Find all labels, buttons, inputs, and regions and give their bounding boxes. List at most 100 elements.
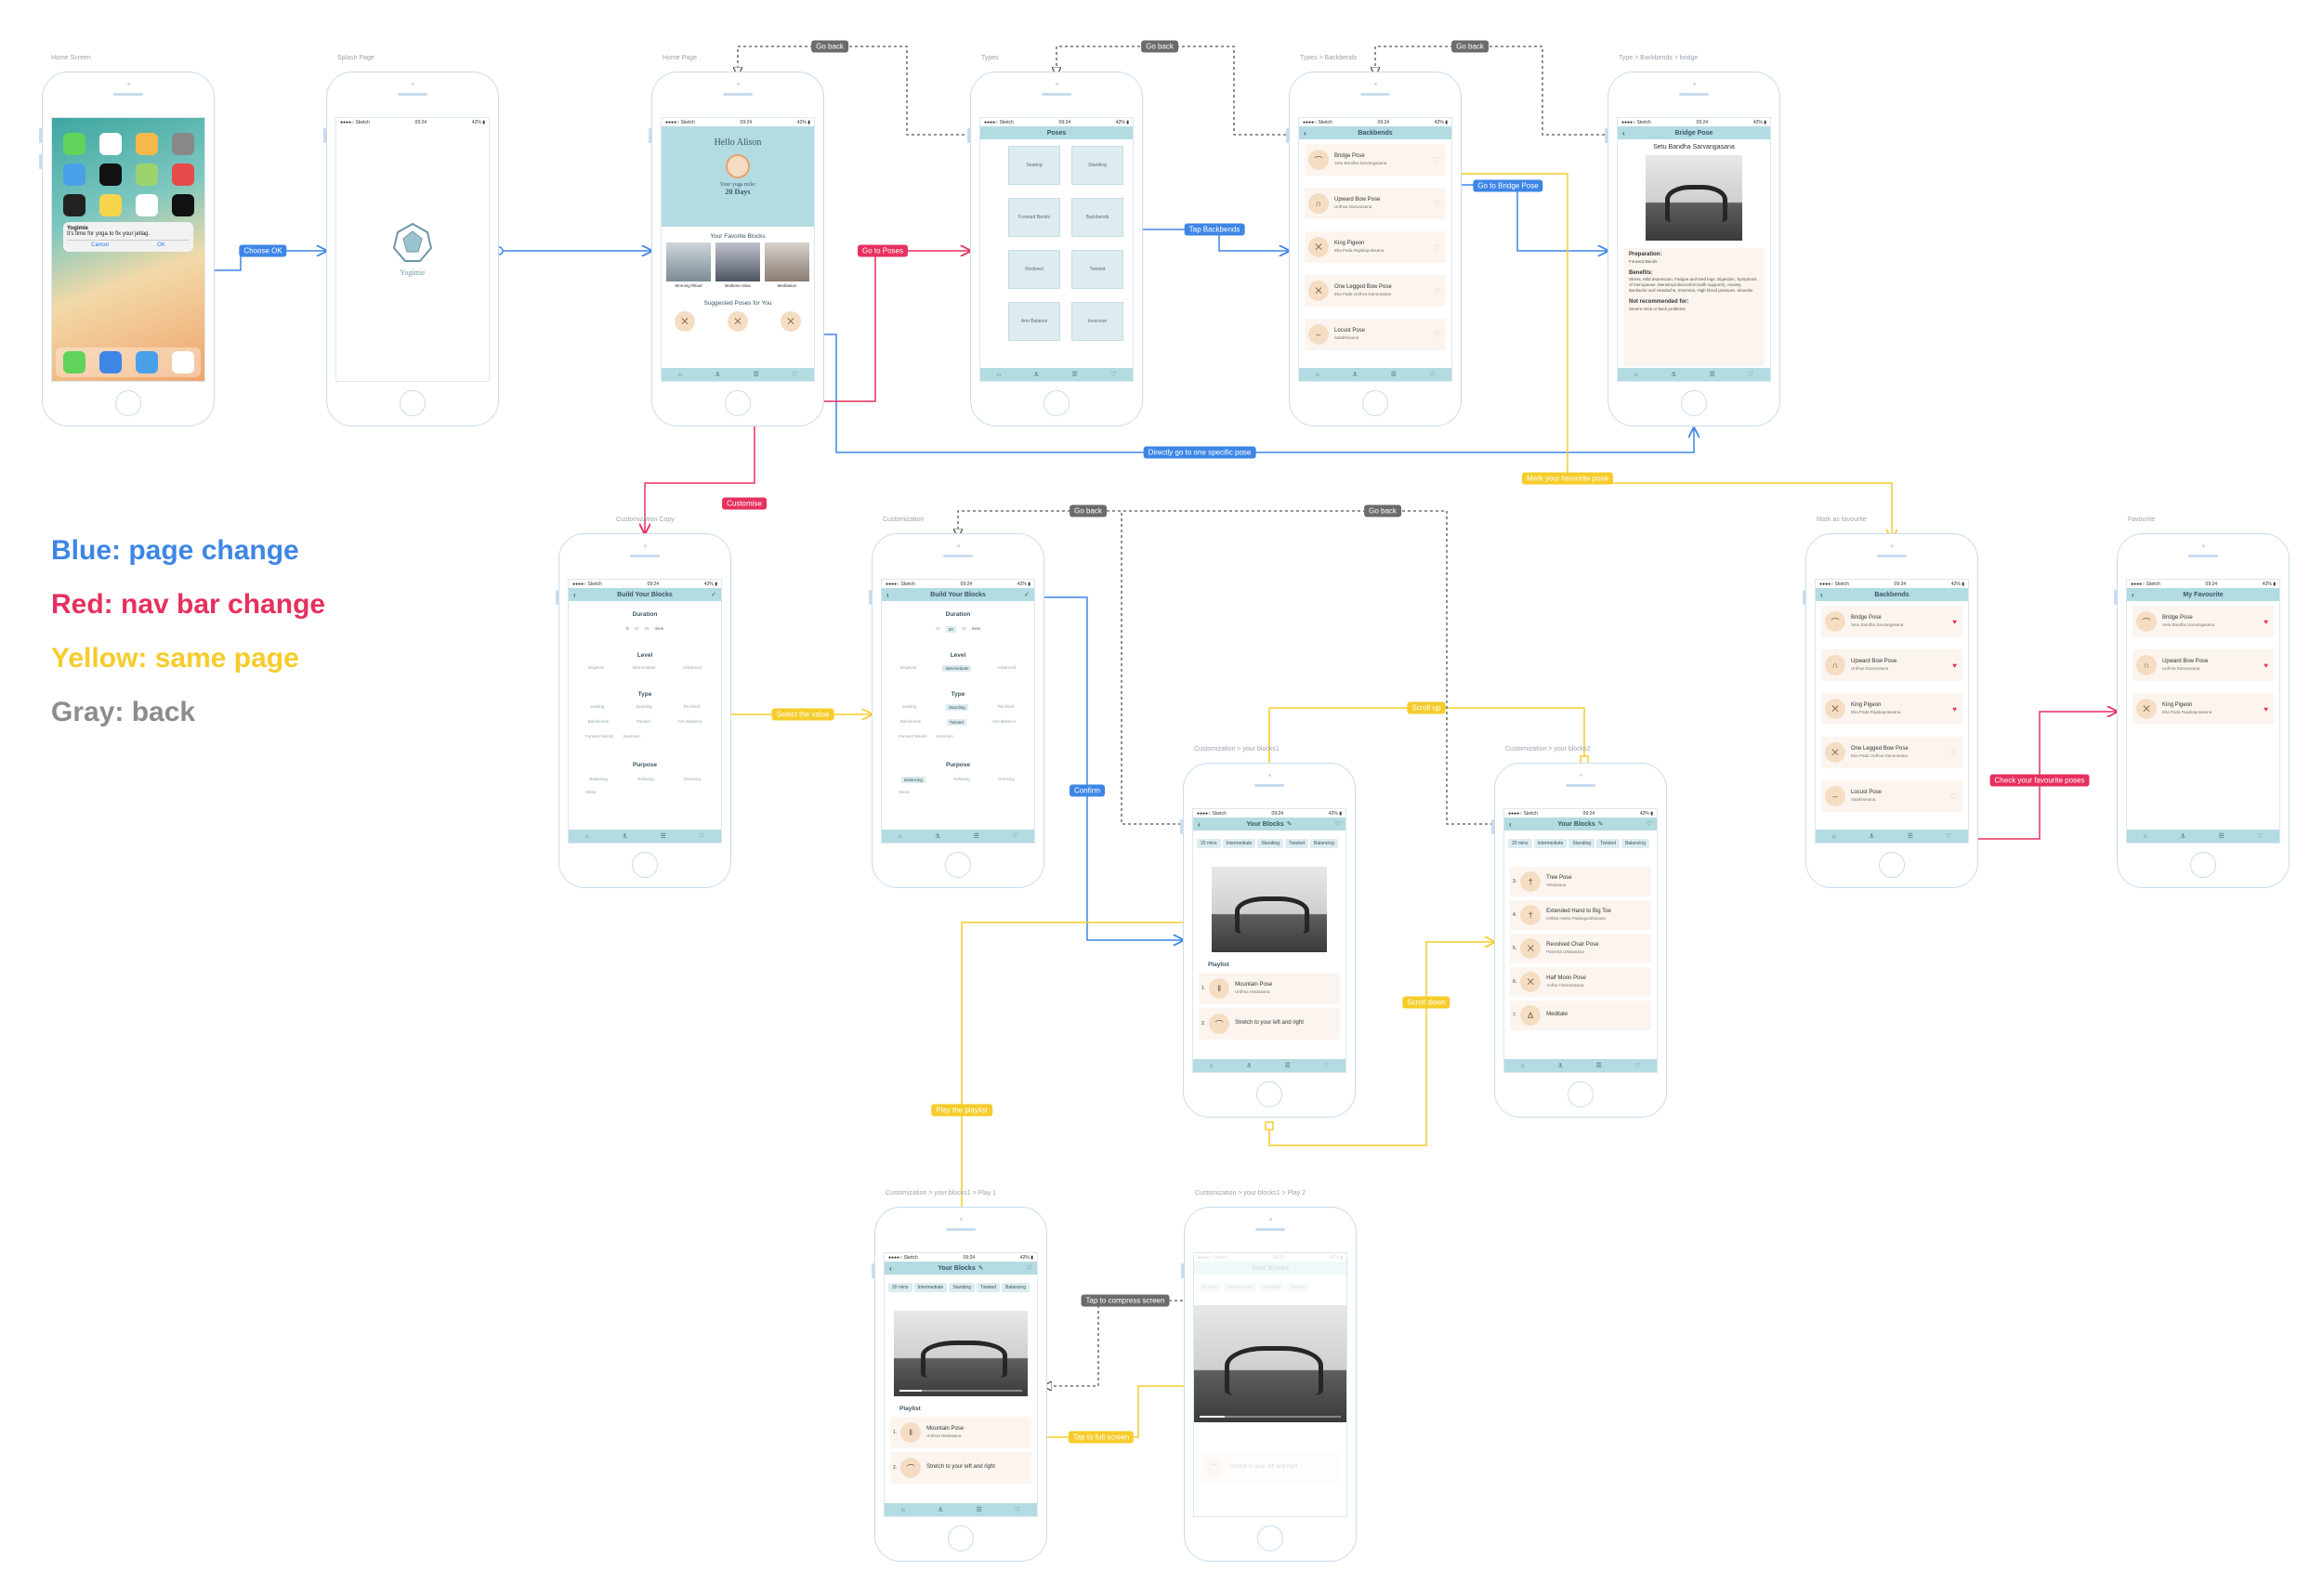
home-tab-icon[interactable]: ⌂ bbox=[1315, 371, 1319, 378]
poses-tab-icon[interactable]: ⚓ bbox=[1033, 372, 1040, 378]
type-option[interactable]: Inversion bbox=[936, 734, 953, 739]
edit-pencil-icon[interactable]: ✎ bbox=[1286, 821, 1293, 828]
edit-pencil-icon[interactable]: ✎ bbox=[978, 1265, 984, 1272]
back-chevron-icon[interactable]: ‹ bbox=[1198, 819, 1201, 829]
home-tab-icon[interactable]: ⌂ bbox=[584, 832, 589, 840]
favourite-tab-icon[interactable]: ♡ bbox=[1015, 1507, 1021, 1513]
favourite-tab-icon[interactable]: ♡ bbox=[1429, 372, 1436, 378]
favorite-block[interactable]: Meditation bbox=[765, 242, 809, 288]
blocks-tab-icon[interactable]: ☰ bbox=[1907, 833, 1913, 840]
blocks-tab-icon[interactable]: ☰ bbox=[753, 372, 759, 378]
type-tile-seating[interactable]: Seating bbox=[1008, 146, 1060, 185]
type-tile-inversion[interactable]: Inversion bbox=[1071, 302, 1123, 341]
playlist-item[interactable]: 2.⌒Stretch to your left and right bbox=[890, 1452, 1031, 1484]
phone-home-button[interactable] bbox=[1043, 390, 1070, 416]
maps-app-icon[interactable] bbox=[135, 164, 158, 186]
home-tab-icon[interactable]: ⌂ bbox=[2143, 832, 2147, 840]
type-option[interactable]: Seating bbox=[589, 704, 605, 709]
heart-outline-icon[interactable]: ♡ bbox=[1433, 199, 1440, 208]
favourite-tab-icon[interactable]: ♡ bbox=[1110, 372, 1117, 378]
home-tab-icon[interactable]: ⌂ bbox=[898, 832, 902, 840]
type-tile-reclined[interactable]: Reclined bbox=[1008, 250, 1060, 289]
purpose-options[interactable]: Sleep bbox=[887, 790, 1029, 794]
heart-filled-icon[interactable]: ♥ bbox=[2264, 661, 2268, 670]
favourite-tab-icon[interactable]: ♡ bbox=[1946, 833, 1952, 840]
news-app-icon[interactable] bbox=[171, 164, 194, 186]
type-tile-standing[interactable]: Standing bbox=[1071, 146, 1123, 185]
purpose-option[interactable]: Detoxing bbox=[684, 777, 701, 781]
fullscreen-video-player[interactable] bbox=[1194, 1305, 1346, 1422]
purpose-options[interactable]: Sleep bbox=[574, 790, 715, 794]
suggested-pose-icon[interactable]: ⨉ bbox=[675, 311, 695, 332]
check-icon[interactable]: ✓ bbox=[711, 592, 716, 598]
wallet-app-icon[interactable] bbox=[62, 194, 85, 216]
home-tab-icon[interactable]: ⌂ bbox=[677, 371, 682, 378]
heart-outline-icon[interactable]: ♡ bbox=[1334, 821, 1341, 828]
poses-tab-icon[interactable]: ⚓ bbox=[1671, 372, 1677, 378]
heart-outline-icon[interactable]: ♡ bbox=[1433, 286, 1440, 295]
poses-tab-icon[interactable]: ⚓ bbox=[715, 372, 721, 378]
type-tile-forward-bends[interactable]: Forward Bends bbox=[1008, 198, 1060, 237]
back-chevron-icon[interactable]: ‹ bbox=[889, 1263, 892, 1273]
home-tab-icon[interactable]: ⌂ bbox=[900, 1506, 905, 1513]
blocks-tab-icon[interactable]: ☰ bbox=[1595, 1063, 1602, 1069]
home-tab-icon[interactable]: ⌂ bbox=[1634, 371, 1638, 378]
heart-outline-icon[interactable]: ♡ bbox=[1026, 1265, 1032, 1272]
check-icon[interactable]: ✓ bbox=[1024, 592, 1030, 598]
blocks-tab-icon[interactable]: ☰ bbox=[1390, 372, 1397, 378]
notes-app-icon[interactable] bbox=[98, 194, 122, 216]
poses-tab-icon[interactable]: ⚓ bbox=[1869, 833, 1875, 840]
suggested-pose-icon[interactable]: ⨉ bbox=[728, 311, 748, 332]
type-option[interactable]: Twisted bbox=[636, 719, 650, 724]
phone-home-button[interactable] bbox=[1879, 852, 1905, 878]
purpose-option[interactable]: Detoxing bbox=[998, 777, 1015, 781]
back-chevron-icon[interactable]: ‹ bbox=[886, 590, 889, 599]
favourite-tab-icon[interactable]: ♡ bbox=[1323, 1063, 1330, 1069]
phone-app-icon[interactable] bbox=[62, 351, 85, 373]
phone-home-button[interactable] bbox=[1362, 390, 1388, 416]
blocks-tab-icon[interactable]: ☰ bbox=[1071, 372, 1078, 378]
purpose-option[interactable]: Balancing bbox=[589, 777, 608, 781]
heart-filled-icon[interactable]: ♥ bbox=[1952, 617, 1957, 626]
weather-app-icon[interactable] bbox=[62, 164, 85, 186]
blocks-tab-icon[interactable]: ☰ bbox=[2218, 833, 2225, 840]
home-tab-icon[interactable]: ⌂ bbox=[1520, 1062, 1525, 1069]
back-chevron-icon[interactable]: ‹ bbox=[1509, 819, 1512, 829]
music-app-icon[interactable] bbox=[171, 351, 194, 373]
heart-outline-icon[interactable]: ♡ bbox=[1433, 330, 1440, 339]
playlist-item[interactable]: 7.∆Meditate bbox=[1510, 1001, 1651, 1030]
photos-app-icon[interactable] bbox=[135, 133, 158, 155]
reminders-app-icon[interactable] bbox=[135, 194, 158, 216]
block-video-player[interactable] bbox=[894, 1311, 1028, 1396]
playlist-item[interactable]: 2.⌒Stretch to your left and right bbox=[1199, 1008, 1340, 1040]
phone-home-button[interactable] bbox=[115, 390, 141, 416]
phone-home-button[interactable] bbox=[1681, 390, 1707, 416]
type-option[interactable]: Backbends bbox=[899, 719, 922, 724]
purpose-option-selected[interactable]: Balancing bbox=[901, 777, 925, 783]
back-chevron-icon[interactable]: ‹ bbox=[2132, 590, 2134, 599]
purpose-option[interactable]: Relaxing bbox=[953, 777, 970, 781]
poses-tab-icon[interactable]: ⚓ bbox=[935, 833, 941, 840]
type-option[interactable]: Arm Balance bbox=[677, 719, 702, 724]
purpose-option[interactable]: Sleep bbox=[585, 790, 597, 794]
favorite-block[interactable]: Bedtime relax bbox=[715, 242, 760, 288]
favorite-block[interactable]: Morning Ritual bbox=[666, 242, 711, 288]
poses-tab-icon[interactable]: ⚓ bbox=[622, 833, 628, 840]
video-progress-bar[interactable] bbox=[899, 1390, 1022, 1392]
video-progress-bar[interactable] bbox=[1200, 1416, 1341, 1418]
heart-filled-icon[interactable]: ♥ bbox=[2264, 617, 2268, 626]
